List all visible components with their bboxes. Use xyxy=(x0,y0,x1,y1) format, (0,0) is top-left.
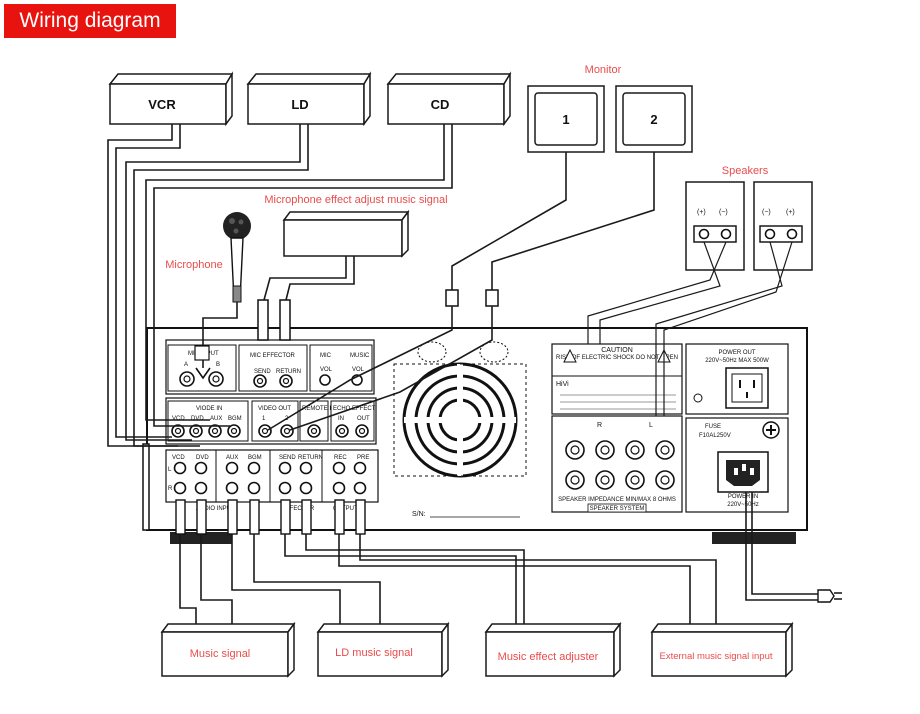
svg-text:POWER OUT: POWER OUT xyxy=(719,350,756,356)
svg-text:DVD: DVD xyxy=(191,416,204,422)
svg-text:VIDEO OUT: VIDEO OUT xyxy=(258,406,291,412)
svg-text:220V~50Hz MAX 500W: 220V~50Hz MAX 500W xyxy=(705,358,769,364)
signal-wires xyxy=(107,124,842,626)
cd-label: CD xyxy=(431,97,450,112)
svg-text:BGM: BGM xyxy=(248,455,262,461)
ld-music-signal-box: LD music signal xyxy=(316,621,450,678)
svg-text:MIC: MIC xyxy=(320,353,332,359)
svg-text:SPEAKER IMPEDANCE MIN/MAX 8 OH: SPEAKER IMPEDANCE MIN/MAX 8 OHMS xyxy=(558,497,676,503)
music-effect-adjuster-box: Music effect adjuster xyxy=(484,621,622,678)
external-music-signal-box: External music signal input xyxy=(650,621,794,678)
svg-text:S/N:: S/N: xyxy=(412,511,426,518)
svg-text:VIODE IN: VIODE IN xyxy=(196,406,222,412)
svg-text:RETURN: RETURN xyxy=(298,455,323,461)
fan-grille-icon xyxy=(393,362,527,478)
microphone-label: Microphone xyxy=(165,259,222,271)
svg-text:F10AL250V: F10AL250V xyxy=(699,433,731,439)
svg-text:PRE: PRE xyxy=(357,455,369,461)
svg-text:External music signal input: External music signal input xyxy=(660,651,773,662)
svg-text:SEND: SEND xyxy=(279,455,296,461)
diagram-title: Wiring diagram xyxy=(4,4,176,38)
svg-text:(−): (−) xyxy=(762,209,771,216)
svg-text:AUDIO INPUT: AUDIO INPUT xyxy=(196,506,235,512)
svg-text:(+): (+) xyxy=(786,209,795,216)
svg-text:R: R xyxy=(168,486,173,492)
svg-text:VOL: VOL xyxy=(320,367,333,373)
cd-device: CD xyxy=(386,71,512,127)
svg-text:R: R xyxy=(597,422,602,429)
svg-text:A: A xyxy=(184,362,188,368)
svg-text:L: L xyxy=(168,467,172,473)
svg-text:SEND: SEND xyxy=(254,369,271,375)
svg-text:B: B xyxy=(216,362,220,368)
mic-effect-label: Microphone effect adjust music signal xyxy=(264,194,447,206)
svg-text:220V~50Hz: 220V~50Hz xyxy=(727,502,759,508)
svg-text:MUSIC: MUSIC xyxy=(350,353,370,359)
svg-text:RISK OF ELECTRIC SHOCK DO NOT: RISK OF ELECTRIC SHOCK DO NOT OPEN xyxy=(556,355,678,361)
svg-text:(+): (+) xyxy=(697,209,706,216)
svg-text:Music signal: Music signal xyxy=(190,648,251,660)
monitor-2-label: 2 xyxy=(650,112,657,127)
power-inlet-icon xyxy=(717,451,769,493)
svg-text:VCD: VCD xyxy=(172,416,185,422)
svg-text:AUX: AUX xyxy=(210,416,222,422)
svg-text:CAUTION: CAUTION xyxy=(601,347,633,354)
ld-label: LD xyxy=(291,97,308,112)
svg-text:SPEAKER SYSTEM: SPEAKER SYSTEM xyxy=(590,506,645,512)
speaker-output-terminals xyxy=(565,440,675,490)
speakers-label: Speakers xyxy=(722,165,769,177)
bottom-rca-jacks xyxy=(173,461,367,495)
svg-text:AUX: AUX xyxy=(226,455,238,461)
svg-text:REC: REC xyxy=(334,455,347,461)
vcr-label: VCR xyxy=(148,97,176,112)
svg-text:POWER IN: POWER IN xyxy=(728,494,758,500)
mic-effect-unit xyxy=(282,209,410,258)
svg-text:ECHO EFFECT: ECHO EFFECT xyxy=(333,406,376,412)
svg-text:RETURN: RETURN xyxy=(276,369,301,375)
svg-text:1: 1 xyxy=(262,416,266,422)
svg-text:IN: IN xyxy=(338,416,344,422)
ld-device: LD xyxy=(246,71,372,127)
speaker-right: (−) (+) xyxy=(753,181,813,271)
microphone-icon xyxy=(223,212,251,303)
svg-text:DVD: DVD xyxy=(196,455,209,461)
svg-text:FUSE: FUSE xyxy=(705,424,721,430)
svg-text:Music effect adjuster: Music effect adjuster xyxy=(498,651,599,663)
monitor-1: 1 xyxy=(527,85,605,153)
monitor-1-label: 1 xyxy=(562,112,569,127)
svg-text:BGM: BGM xyxy=(228,416,242,422)
svg-text:OUTPUT: OUTPUT xyxy=(333,506,358,512)
svg-text:MIC EFFECTOR: MIC EFFECTOR xyxy=(250,353,296,359)
svg-text:VCD: VCD xyxy=(172,455,185,461)
brand-logo: HiVi xyxy=(556,381,569,388)
power-outlet-icon xyxy=(725,367,769,409)
svg-text:EFFECTOR: EFFECTOR xyxy=(282,506,315,512)
svg-text:VOL: VOL xyxy=(352,367,365,373)
music-signal-box: Music signal xyxy=(160,621,296,678)
svg-text:REMOTE INPUT: REMOTE INPUT xyxy=(302,406,348,412)
monitor-label: Monitor xyxy=(585,64,622,76)
svg-text:L: L xyxy=(649,422,653,429)
fuse-icon xyxy=(762,421,780,439)
svg-text:OUT: OUT xyxy=(357,416,370,422)
amplifier-back-panel: MIC INPUT A B MIC EFFECTOR SEND RETURN M… xyxy=(142,327,808,544)
svg-text:LD music signal: LD music signal xyxy=(335,647,413,659)
monitor-2: 2 xyxy=(615,85,693,153)
vcr-device: VCR xyxy=(108,71,234,127)
svg-text:(−): (−) xyxy=(719,209,728,216)
speaker-left: (+) (−) xyxy=(685,181,745,271)
